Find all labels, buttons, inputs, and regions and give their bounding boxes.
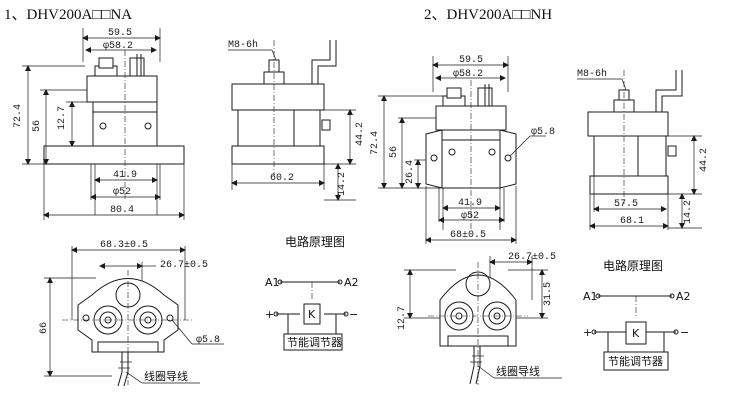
circuit-left-title: 电路原理图: [285, 234, 345, 249]
wire-label-left: 线圈导线: [144, 369, 188, 383]
dim-r-base-68: 68±0.5: [450, 230, 486, 241]
dim-r-height-72-4: 72.4: [370, 131, 381, 155]
dim-r-top-dia: φ58.2: [453, 69, 483, 80]
dim-r-top-width: 59.5: [459, 55, 483, 66]
circuit-right-k: K: [632, 327, 640, 340]
dim-lb-66: 66: [39, 322, 50, 334]
dim-side-width-60-2: 60.2: [270, 173, 294, 184]
circuit-left-a1: A1: [265, 276, 280, 289]
thread-label-right: M8-6h: [577, 68, 607, 80]
circuit-left-plus: +: [265, 308, 274, 321]
dim-rs-h-44-2: 44.2: [699, 148, 710, 172]
dim-top-dia: φ58.2: [103, 41, 133, 52]
title-right: 2、DHV200A□□NH: [424, 7, 552, 23]
dim-inner-41-9: 41.9: [113, 170, 137, 181]
left-side-view: M8-6h 60.2 44.2 14.2: [228, 39, 366, 201]
circuit-left-a2: A2: [344, 276, 359, 289]
dim-base-80-4: 80.4: [110, 205, 134, 216]
dim-rs-width-68-1: 68.1: [620, 216, 644, 227]
circuit-right-minus: −: [680, 326, 689, 339]
dim-r-inner-41-9: 41.9: [458, 198, 482, 209]
dim-r-height-56: 56: [389, 146, 400, 158]
circuit-left-box: 节能调节器: [287, 335, 342, 349]
circuit-diagram-right: 电路原理图 A1 A2 + − K 节能调节器: [583, 258, 691, 371]
dim-height-56: 56: [32, 120, 43, 132]
dim-top-width: 59.5: [108, 28, 132, 39]
circuit-right-a2: A2: [676, 290, 691, 303]
wire-label-right: 线圈导线: [496, 364, 540, 378]
circuit-right-plus: +: [583, 326, 592, 339]
circuit-left-k: K: [308, 308, 316, 321]
title-left: 1、DHV200A□□NA: [4, 7, 132, 23]
circuit-left-minus: −: [349, 308, 358, 321]
right-side-view: M8-6h 57.5 68.1 44.2 14.2: [577, 68, 710, 230]
dim-rs-h-14-2: 14.2: [683, 200, 694, 224]
dim-r-height-26-4: 26.4: [405, 160, 416, 184]
dim-height-total: 72.4: [13, 104, 24, 128]
dim-height-12-7: 12.7: [57, 106, 68, 130]
dim-rb-31-5: 31.5: [543, 282, 554, 306]
circuit-right-title: 电路原理图: [603, 258, 663, 273]
dim-rb-26-7: 26.7±0.5: [508, 252, 556, 263]
dim-side-h-14-2: 14.2: [337, 172, 348, 196]
left-front-view: 59.5 φ58.2 72.4 56 12.7 41.9: [13, 28, 185, 220]
right-bottom-view: 26.7±0.5 31.5 12.7 线圈导线: [397, 252, 562, 385]
dim-rs-width-57-5: 57.5: [614, 199, 638, 210]
dim-r-dia-52: φ52: [461, 211, 479, 222]
circuit-right-box: 节能调节器: [608, 354, 663, 368]
dim-r-hole: φ5.8: [531, 127, 555, 138]
dim-lb-hole: φ5.8: [196, 335, 220, 346]
dim-side-h-44-2: 44.2: [355, 122, 366, 146]
dim-lb-26-7: 26.7±0.5: [160, 260, 208, 271]
dim-rb-12-7: 12.7: [397, 306, 408, 330]
circuit-right-a1: A1: [583, 290, 598, 303]
thread-label-left: M8-6h: [228, 39, 258, 51]
dim-dia-52: φ52: [113, 187, 131, 198]
left-bottom-view: 68.3±0.5 26.7±0.5 66 φ5.8 线圈导: [39, 240, 224, 387]
dim-lb-68-3: 68.3±0.5: [100, 240, 148, 251]
circuit-diagram-left: 电路原理图 A1 A2 + − K 节能调节器: [265, 234, 359, 351]
right-front-view: 59.5 φ58.2 72.4 56 26.4 φ5.8: [370, 55, 555, 244]
